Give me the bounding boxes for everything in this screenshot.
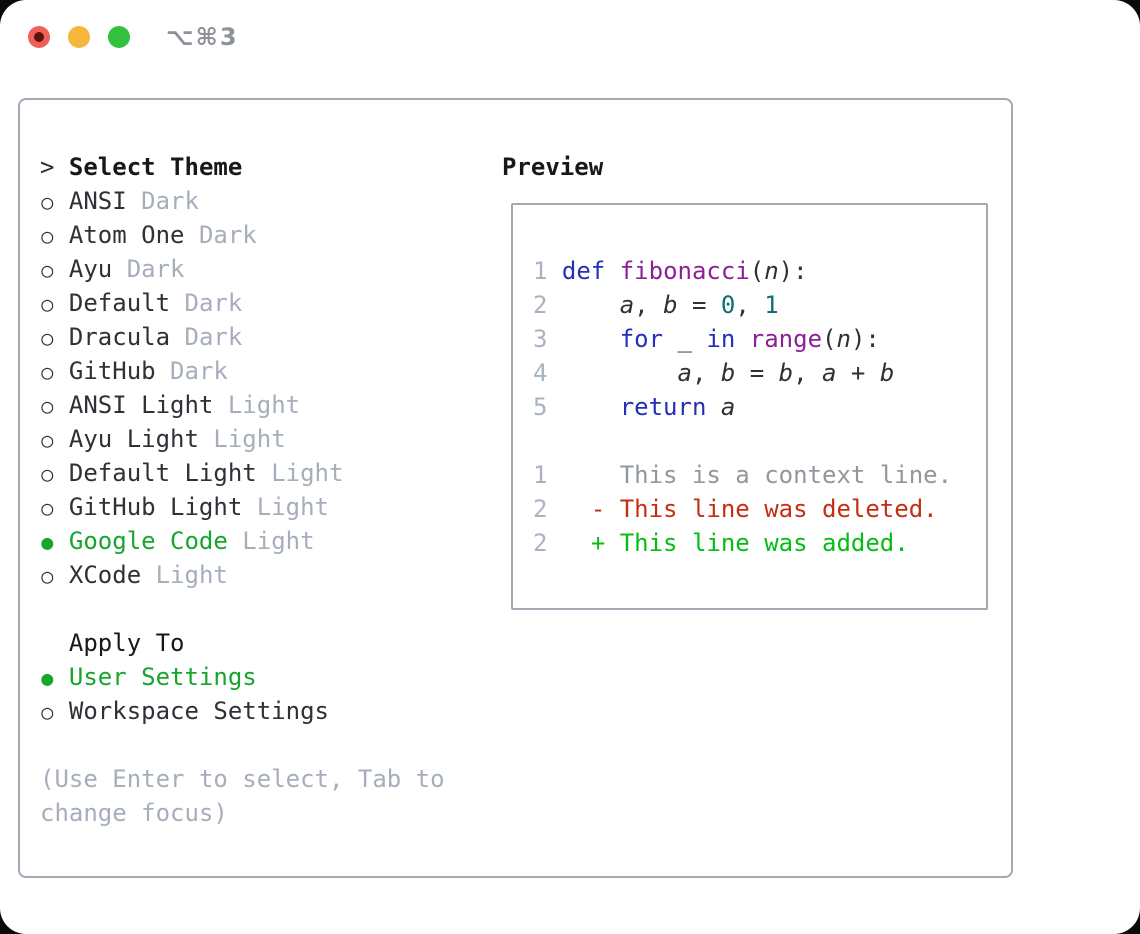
apply-to-label: Apply To xyxy=(68,629,185,657)
radio-icon: ○ xyxy=(41,428,54,452)
theme-section: > Select Theme ○ ANSI Dark○ Atom One Dar… xyxy=(40,150,343,592)
radio-icon: ○ xyxy=(41,360,54,384)
theme-variant: Dark xyxy=(170,357,228,385)
select-theme-label: Select Theme xyxy=(68,153,243,181)
select-theme-header: > Select Theme xyxy=(40,150,343,184)
theme-name: Atom One xyxy=(68,221,185,249)
diff-line-added: 2 + This line was added. xyxy=(533,526,952,560)
theme-name: Google Code xyxy=(68,527,228,555)
theme-name: ANSI Light xyxy=(68,391,214,419)
diff-line-context: 1 This is a context line. xyxy=(533,458,952,492)
radio-icon: ○ xyxy=(41,496,54,520)
code-lines: 1 def fibonacci(n): 2 a, b = 0, 1 3 for _ … xyxy=(533,254,952,424)
radio-icon: ○ xyxy=(41,292,54,316)
theme-option-xcode[interactable]: ○ XCode Light xyxy=(40,558,343,592)
line-number: 2 xyxy=(533,529,548,557)
help-line-2: change focus) xyxy=(40,799,228,827)
close-dot-icon xyxy=(34,32,44,42)
theme-variant: Light xyxy=(227,391,301,419)
theme-name: ANSI xyxy=(68,187,127,215)
theme-name: GitHub xyxy=(68,357,156,385)
theme-list: ○ ANSI Dark○ Atom One Dark○ Ayu Dark○ De… xyxy=(40,184,343,592)
radio-icon: ○ xyxy=(41,224,54,248)
theme-name: Ayu Light xyxy=(68,425,199,453)
diff-lines: 1 This is a context line.2 - This line w… xyxy=(533,458,952,560)
radio-icon: ○ xyxy=(41,564,54,588)
line-number: 3 xyxy=(533,325,548,353)
theme-variant: Light xyxy=(242,527,315,555)
minimize-button[interactable] xyxy=(68,26,90,48)
theme-name: XCode xyxy=(68,561,142,589)
theme-selector-panel: > Select Theme ○ ANSI Dark○ Atom One Dar… xyxy=(18,98,1013,878)
radio-icon: ○ xyxy=(41,700,54,724)
theme-variant: Light xyxy=(213,425,286,453)
theme-variant: Dark xyxy=(126,255,185,283)
line-number: 1 xyxy=(533,257,548,285)
line-number: 2 xyxy=(533,291,548,319)
theme-variant: Light xyxy=(271,459,344,487)
cursor-marker: > xyxy=(40,153,55,181)
diff-line-deleted: 2 - This line was deleted. xyxy=(533,492,952,526)
code-line: 2 a, b = 0, 1 xyxy=(533,291,779,319)
code-line: 1 def fibonacci(n): xyxy=(533,257,808,285)
theme-name: Default Light xyxy=(68,459,257,487)
apply-option-workspace-settings[interactable]: ○ Workspace Settings xyxy=(40,694,329,728)
diff-added-text: + This line was added. xyxy=(590,529,909,557)
theme-name: GitHub Light xyxy=(68,493,243,521)
line-number: 1 xyxy=(533,461,548,489)
theme-option-github-light[interactable]: ○ GitHub Light Light xyxy=(40,490,343,524)
theme-option-dracula[interactable]: ○ Dracula Dark xyxy=(40,320,343,354)
apply-option-label: Workspace Settings xyxy=(68,697,329,725)
code-line: 4 a, b = b, a + b xyxy=(533,359,895,387)
zoom-button[interactable] xyxy=(108,26,130,48)
apply-to-header: Apply To xyxy=(40,626,329,660)
apply-to-list: ● User Settings○ Workspace Settings xyxy=(40,660,329,728)
theme-option-default[interactable]: ○ Default Dark xyxy=(40,286,343,320)
diff-deleted-text: - This line was deleted. xyxy=(590,495,938,523)
code-preview: 1 def fibonacci(n): 2 a, b = 0, 1 3 for _ … xyxy=(533,254,952,560)
theme-variant: Dark xyxy=(184,323,243,351)
radio-selected-icon: ● xyxy=(41,530,54,554)
theme-variant: Dark xyxy=(198,221,257,249)
line-number: 5 xyxy=(533,393,548,421)
theme-name: Ayu xyxy=(68,255,113,283)
window-title: ⌥⌘3 xyxy=(166,23,239,51)
theme-option-github[interactable]: ○ GitHub Dark xyxy=(40,354,343,388)
apply-option-user-settings[interactable]: ● User Settings xyxy=(40,660,329,694)
apply-to-section: Apply To ● User Settings○ Workspace Sett… xyxy=(40,626,329,728)
theme-option-ayu[interactable]: ○ Ayu Dark xyxy=(40,252,343,286)
theme-name: Dracula xyxy=(68,323,171,351)
theme-option-ansi-light[interactable]: ○ ANSI Light Light xyxy=(40,388,343,422)
theme-variant: Dark xyxy=(141,187,199,215)
radio-icon: ○ xyxy=(41,190,54,214)
theme-option-google-code[interactable]: ● Google Code Light xyxy=(40,524,343,558)
theme-option-default-light[interactable]: ○ Default Light Light xyxy=(40,456,343,490)
radio-icon: ○ xyxy=(41,258,54,282)
line-number: 2 xyxy=(533,495,548,523)
theme-name: Default xyxy=(68,289,171,317)
preview-title: Preview xyxy=(502,153,604,181)
radio-selected-icon: ● xyxy=(41,666,54,690)
diff-context-text: This is a context line. xyxy=(590,461,953,489)
theme-option-atom-one[interactable]: ○ Atom One Dark xyxy=(40,218,343,252)
theme-option-ansi[interactable]: ○ ANSI Dark xyxy=(40,184,343,218)
traffic-lights xyxy=(28,26,130,48)
line-number: 4 xyxy=(533,359,548,387)
radio-icon: ○ xyxy=(41,326,54,350)
code-line: 3 for _ in range(n): xyxy=(533,325,880,353)
apply-option-label: User Settings xyxy=(68,663,257,691)
theme-option-ayu-light[interactable]: ○ Ayu Light Light xyxy=(40,422,343,456)
help-text: (Use Enter to select, Tab to change focu… xyxy=(40,762,445,830)
code-line: 5 return a xyxy=(533,393,736,421)
theme-variant: Dark xyxy=(184,289,243,317)
radio-icon: ○ xyxy=(41,394,54,418)
help-line-1: (Use Enter to select, Tab to xyxy=(40,765,445,793)
theme-variant: Light xyxy=(256,493,329,521)
close-button[interactable] xyxy=(28,26,50,48)
theme-variant: Light xyxy=(155,561,228,589)
preview-box: 1 def fibonacci(n): 2 a, b = 0, 1 3 for _ … xyxy=(511,203,988,610)
radio-icon: ○ xyxy=(41,462,54,486)
